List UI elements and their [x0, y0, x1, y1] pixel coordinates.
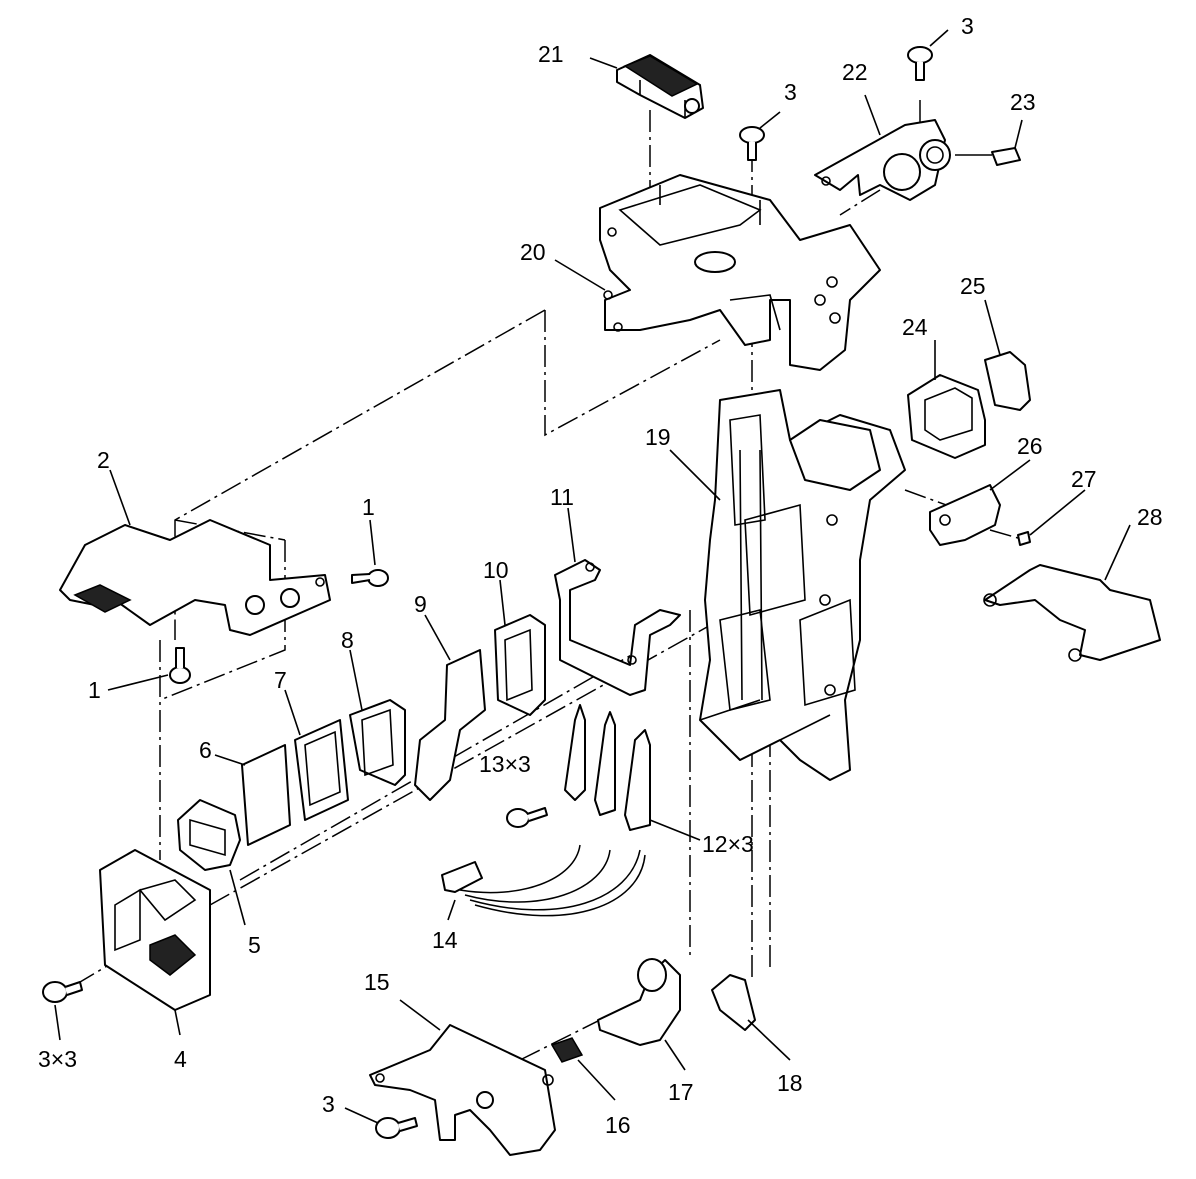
part-12-contacts: [564, 704, 651, 831]
callout-2: 2: [97, 447, 110, 473]
part-1-screw-right: [351, 569, 389, 587]
callout-13: 13×3: [479, 751, 531, 777]
part-23-pin: [955, 147, 1021, 166]
callout-4: 4: [174, 1046, 187, 1072]
part-3-screw-bottom: [375, 1117, 418, 1139]
callout-12: 12×3: [702, 831, 754, 857]
callout-26: 26: [1017, 433, 1043, 459]
callout-14: 14: [432, 927, 458, 953]
part-19-main-chassis: [699, 389, 906, 781]
callout-11: 11: [550, 484, 574, 510]
part-24-holder: [907, 374, 986, 459]
part-6-filter: [241, 744, 291, 846]
callout-25: 25: [960, 273, 986, 299]
part-18-clip: [711, 974, 756, 1031]
part-1-screw-left: [169, 647, 191, 684]
callout-3-bottom: 3: [322, 1091, 335, 1117]
part-25-cover: [984, 351, 1031, 411]
callout-18: 18: [777, 1070, 803, 1096]
callout-17: 17: [668, 1079, 694, 1105]
callout-24: 24: [902, 314, 928, 340]
callout-20: 20: [520, 239, 546, 265]
part-27-clip: [1017, 531, 1031, 546]
part-2-flex-bracket: [59, 519, 331, 636]
part-14-wire-harness: [441, 844, 646, 917]
callout-1-right: 1: [362, 494, 375, 520]
part-22-bracket: [814, 119, 951, 201]
callout-8: 8: [341, 627, 354, 653]
part-20-top-frame: [599, 174, 881, 371]
part-28-bracket: [983, 564, 1161, 662]
callout-3-top-left: 3: [784, 79, 797, 105]
callout-6: 6: [199, 737, 212, 763]
callout-23: 23: [1010, 89, 1036, 115]
callout-5: 5: [248, 932, 261, 958]
part-16-spring: [550, 1037, 584, 1063]
callout-28: 28: [1137, 504, 1163, 530]
callout-10: 10: [483, 557, 509, 583]
callout-27: 27: [1071, 466, 1097, 492]
part-13-screw: [506, 807, 548, 828]
part-4-circuit-board: [99, 849, 211, 1011]
callout-3-top-right: 3: [961, 13, 974, 39]
callout-labels: 21 3 3 22 23 20 24 25 19 26 27 28 2 1 1 …: [38, 13, 1163, 1138]
callout-16: 16: [605, 1112, 631, 1138]
callout-1-left: 1: [88, 677, 101, 703]
callout-19: 19: [645, 424, 671, 450]
part-21-connector: [616, 54, 704, 119]
leader-lines: [54, 29, 1131, 1124]
part-11-bracket: [554, 559, 681, 696]
part-7-frame: [294, 719, 349, 821]
part-8-frame: [349, 699, 406, 786]
callout-15: 15: [364, 969, 390, 995]
callout-7: 7: [274, 667, 287, 693]
callout-3-lower-left: 3×3: [38, 1046, 77, 1072]
part-17-lever: [597, 958, 681, 1046]
part-15-bottom-plate: [369, 1024, 556, 1156]
part-10-holder: [494, 614, 546, 716]
callout-22: 22: [842, 59, 868, 85]
part-3-screw-top-right: [907, 46, 933, 81]
part-3-screw-top-left: [739, 126, 765, 161]
part-9-sensor-flex: [414, 649, 486, 801]
part-3-screw-lower-left: [42, 981, 83, 1003]
callout-9: 9: [414, 591, 427, 617]
part-26-bracket: [929, 484, 1001, 546]
part-5-holder: [177, 799, 241, 871]
callout-21: 21: [538, 41, 564, 67]
